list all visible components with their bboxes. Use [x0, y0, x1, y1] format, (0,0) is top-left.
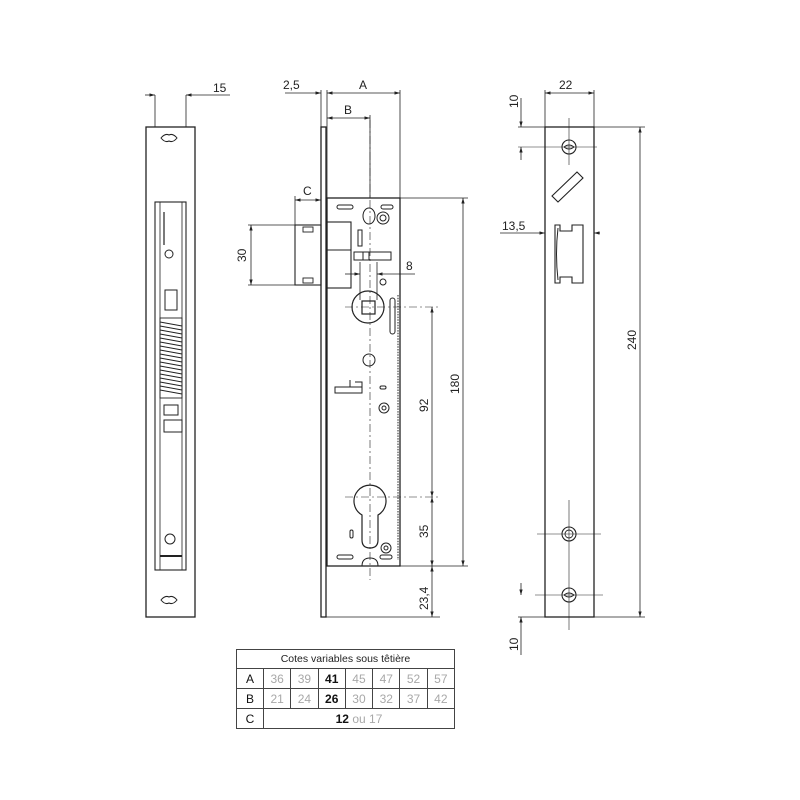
dim-10-bottom: 10: [507, 637, 521, 651]
dim-92: 92: [417, 398, 431, 412]
dim-30: 30: [235, 248, 249, 262]
faceplate-view: [500, 90, 645, 655]
dim-8: 8: [406, 259, 413, 273]
c-value-alt: 17: [369, 711, 383, 726]
table-cell-highlight: 26: [317, 688, 346, 709]
dim-240: 240: [625, 330, 639, 350]
table-title-row: Cotes variables sous têtière: [236, 649, 455, 669]
dim-2-5: 2,5: [283, 78, 300, 92]
table-cell: 47: [372, 668, 401, 689]
row-label: A: [236, 668, 264, 689]
dim-13-5: 13,5: [502, 219, 526, 233]
front-view: [248, 90, 468, 618]
dim-22: 22: [559, 78, 573, 92]
table-cell: 24: [290, 688, 319, 709]
table-cell: 21: [262, 688, 292, 709]
dim-23-4: 23,4: [417, 586, 431, 610]
table-row-c: C 12 ou 17: [236, 708, 455, 729]
row-label: C: [236, 708, 264, 729]
variable-dimensions-table: Cotes variables sous têtière A 36 39 41 …: [236, 649, 456, 729]
table-cell: 36: [262, 668, 292, 689]
dim-35: 35: [417, 524, 431, 538]
variable-dimensions-table-wrap: Cotes variables sous têtière A 36 39 41 …: [236, 649, 456, 729]
table-cell: 52: [399, 668, 428, 689]
table-cell: 37: [399, 688, 428, 709]
table-cell: 42: [426, 688, 456, 709]
dim-a: A: [359, 78, 367, 92]
table-cell: 45: [344, 668, 374, 689]
table-cell: 57: [426, 668, 456, 689]
table-cell: 32: [372, 688, 401, 709]
dim-10-top: 10: [507, 94, 521, 108]
dim-180: 180: [448, 374, 462, 394]
side-view: [145, 93, 230, 618]
table-cell: 30: [344, 688, 374, 709]
table-row-b: B 21 24 26 30 32 37 42: [236, 688, 456, 709]
table-row-a: A 36 39 41 45 47 52 57: [236, 668, 456, 689]
dim-15: 15: [213, 81, 227, 95]
table-cell-highlight: 41: [317, 668, 346, 689]
dim-c: C: [303, 184, 312, 198]
c-value-main: 12: [335, 711, 349, 726]
c-separator: ou: [352, 711, 366, 726]
dim-b: B: [344, 103, 352, 117]
table-cell: 39: [290, 668, 319, 689]
row-label: B: [236, 688, 264, 709]
table-cell-c: 12 ou 17: [263, 708, 455, 729]
table-title: Cotes variables sous têtière: [236, 649, 455, 669]
